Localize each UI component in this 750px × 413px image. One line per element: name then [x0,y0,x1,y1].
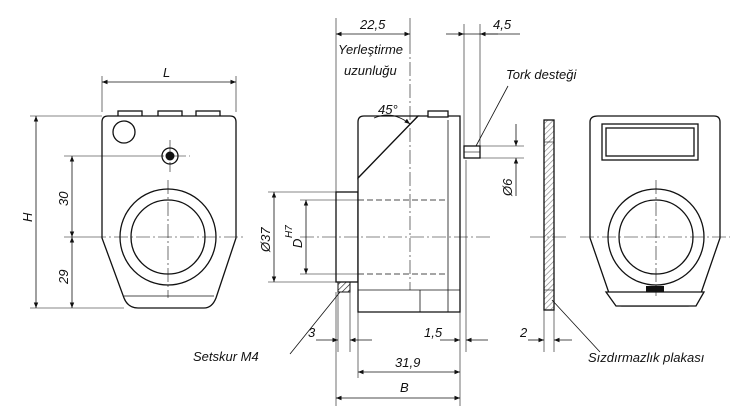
side-top-tab [427,110,449,118]
label-insertion-line2: uzunluğu [344,63,397,78]
front-view [92,110,246,309]
label-angle-45: 45° [378,102,398,117]
label-set-screw: Setskur M4 [193,349,259,364]
label-30: 30 [56,191,71,206]
label-d37: Ø37 [258,227,273,253]
label-D: D [290,239,305,248]
label-4-5: 4,5 [493,17,512,32]
side-dimensions: 22,5 Yerleştirme uzunluğu 45° 4,5 Tork d… [193,17,577,406]
label-insertion-line1: Yerleştirme [338,42,403,57]
back-view [580,115,730,307]
label-H: H [20,212,35,222]
seal-plate-leader [551,299,601,353]
set-screw-leader [289,291,341,355]
label-2: 2 [519,325,528,340]
front-display-hole [112,120,136,144]
label-29: 29 [56,270,71,285]
label-1-5: 1,5 [424,325,443,340]
label-torque-support: Tork desteği [506,67,577,82]
side-top-cap [357,115,420,180]
angle-45-arc [373,114,411,125]
label-3: 3 [308,325,316,340]
label-31-9: 31,9 [395,355,420,370]
back-display-glass [605,127,695,157]
front-screw-head [165,151,175,161]
seal-plate-view: 2 Sızdırmazlık plakası [519,119,705,365]
front-dimensions: L H 30 29 [20,65,237,309]
label-D-tolerance: H7 [284,225,295,238]
back-base-plate [604,291,706,307]
side-set-screw [337,281,351,293]
label-seal-plate: Sızdırmazlık plakası [588,350,705,365]
side-view [300,40,490,313]
torque-support-leader [475,85,509,147]
label-L: L [163,65,170,80]
label-d6: Ø6 [500,178,515,197]
back-base-notch [646,286,664,292]
label-B: B [400,380,409,395]
label-22-5: 22,5 [359,17,386,32]
